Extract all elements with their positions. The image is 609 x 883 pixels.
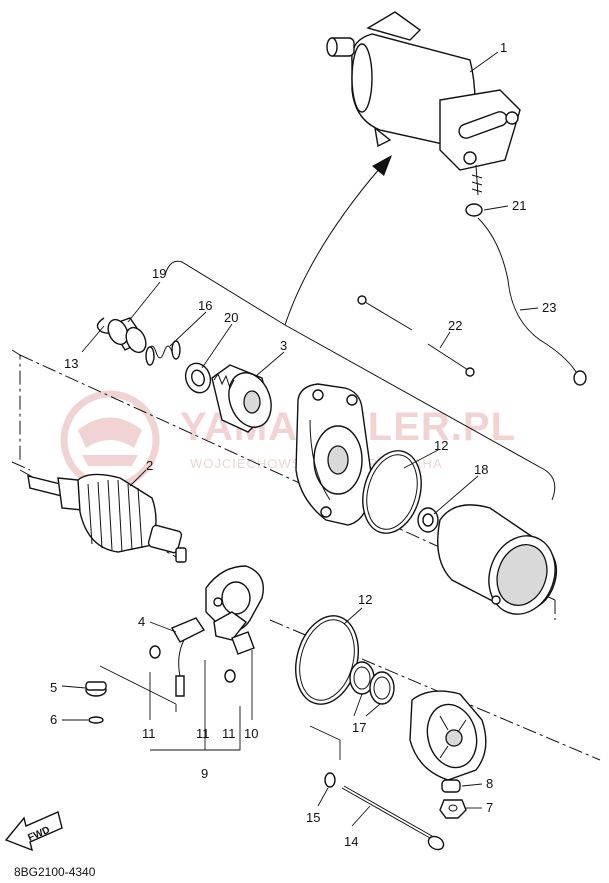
callout-labels: 1 2 3 4 5 6 7 8 9 10 11 11 11 12 12 13 1…: [50, 40, 556, 849]
callout-3: 3: [280, 338, 287, 353]
thrust-washer-part: [417, 507, 439, 533]
callout-12-lower: 12: [358, 592, 372, 607]
callout-15: 15: [306, 810, 320, 825]
callout-6: 6: [50, 712, 57, 727]
callout-18: 18: [474, 462, 488, 477]
pinion-gear-part: [211, 364, 272, 433]
starter-motor-assembly: [326, 11, 521, 196]
seal-washer-part: [441, 779, 461, 793]
yoke-housing: [437, 504, 558, 615]
bushing-part: [107, 317, 147, 354]
callout-22: 22: [448, 318, 462, 333]
diagram-code: 8BG2100-4340: [14, 865, 96, 879]
assembly-arrow: [284, 155, 392, 326]
callout-21: 21: [512, 198, 526, 213]
callout-2: 2: [146, 458, 153, 473]
callout-23: 23: [542, 300, 556, 315]
assembly-bracket: [164, 260, 556, 501]
callout-17: 17: [352, 720, 366, 735]
callout-11-middle: 11: [196, 726, 210, 741]
spring-part: [145, 340, 181, 366]
rear-cover-part: [409, 690, 487, 781]
washer-part: [184, 362, 212, 394]
o-ring-upper-part: [362, 450, 422, 534]
nut-part: [439, 799, 467, 819]
callout-16: 16: [198, 298, 212, 313]
o-ring-bolt-part: [324, 772, 336, 788]
callout-8: 8: [486, 776, 493, 791]
callout-4: 4: [138, 614, 145, 629]
callout-7: 7: [486, 800, 493, 815]
small-washer-a-part: [149, 645, 161, 659]
watermark-logo-icon: [60, 390, 160, 490]
lead-wire-parts: [357, 203, 587, 386]
callout-1: 1: [500, 40, 507, 55]
brush-plate-part: [170, 565, 264, 697]
group-brackets: [99, 650, 341, 760]
o-ring-small-part: [88, 716, 104, 724]
callout-19: 19: [152, 266, 166, 281]
o-ring-pair-part: [349, 661, 395, 705]
small-washer-b-part: [224, 669, 236, 683]
callout-10: 10: [244, 726, 258, 741]
callout-13: 13: [64, 356, 78, 371]
leader-lines: [61, 51, 539, 827]
armature-part: [27, 473, 187, 563]
callout-14: 14: [344, 834, 358, 849]
callout-12-upper: 12: [434, 438, 448, 453]
callout-11-right: 11: [222, 726, 236, 741]
front-bracket-housing: [295, 383, 373, 526]
callout-20: 20: [224, 310, 238, 325]
cap-part: [85, 681, 107, 697]
fwd-arrow-icon: FWD: [4, 811, 63, 852]
callout-11-left: 11: [142, 726, 156, 741]
callout-5: 5: [50, 680, 57, 695]
through-bolt-part: [341, 785, 445, 851]
callout-9: 9: [201, 766, 208, 781]
o-ring-lower-part: [295, 615, 359, 705]
